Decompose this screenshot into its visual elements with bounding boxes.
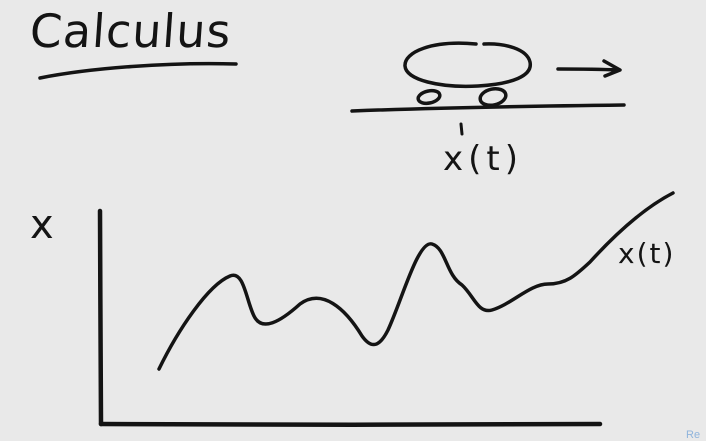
ground-line bbox=[350, 103, 626, 113]
car-position-label: x(t) bbox=[443, 139, 523, 179]
title-underline bbox=[38, 61, 238, 80]
motion-arrowhead bbox=[602, 59, 622, 78]
page-title: Calculus bbox=[28, 4, 234, 58]
position-curve bbox=[157, 191, 675, 371]
car-body bbox=[403, 41, 532, 89]
position-tick bbox=[459, 122, 464, 136]
graph-y-axis bbox=[97, 208, 104, 427]
graph-x-axis bbox=[98, 421, 603, 427]
curve-label: x(t) bbox=[618, 237, 676, 270]
y-axis-label: x bbox=[30, 202, 54, 248]
car-wheel-left bbox=[416, 88, 442, 106]
car-wheel-right bbox=[478, 86, 508, 108]
corner-text: Re bbox=[686, 429, 701, 441]
motion-arrow bbox=[556, 67, 620, 72]
